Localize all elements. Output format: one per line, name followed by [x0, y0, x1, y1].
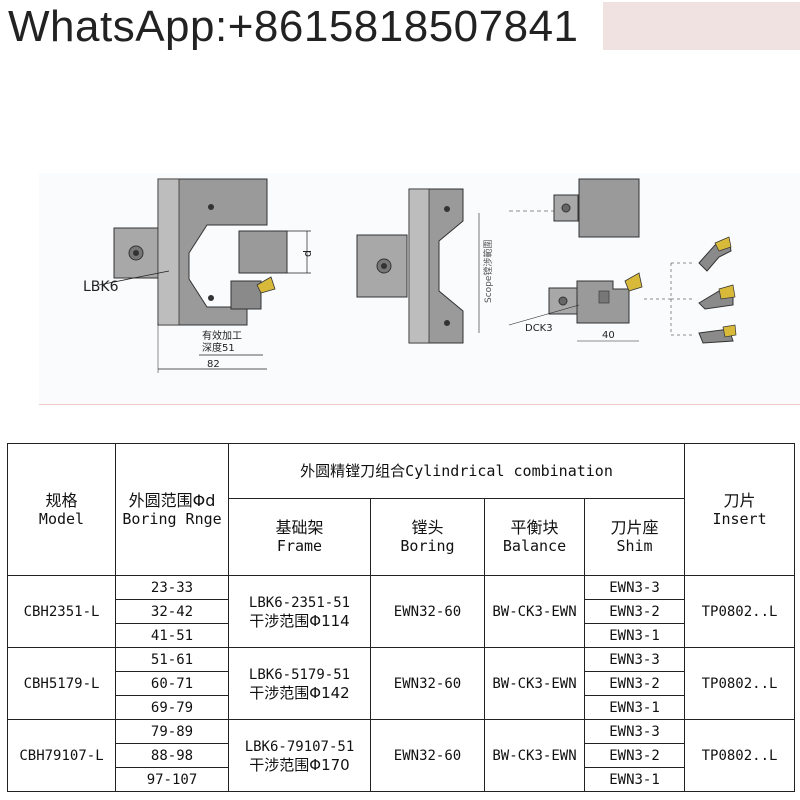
header-model-en: Model: [38, 509, 85, 528]
boring-cell: EWN32-60: [370, 575, 485, 648]
shim-cell: EWN3-3: [583, 575, 686, 600]
frame-cell: LBK6-2351-51 干涉范围Φ114: [228, 575, 371, 648]
label-lbk6: LBK6: [83, 279, 119, 295]
model-cell: CBH2351-L: [7, 575, 116, 648]
range-cell: 79-89: [115, 719, 229, 744]
balance-cell: BW-CK3-EWN: [484, 647, 585, 720]
frame-interference: 干涉范围Φ114: [249, 611, 350, 630]
shim-cell: EWN3-3: [583, 719, 686, 744]
range-cell: 88-98: [115, 743, 229, 768]
shim-cell: EWN3-2: [583, 743, 686, 768]
range-cell: 23-33: [115, 575, 229, 600]
technical-drawing: LBK6 d 有效加工 深度51 82 Scope镗涉範圍: [39, 173, 800, 405]
label-dck3: DCK3: [525, 323, 553, 334]
frame-cell: LBK6-79107-51 干涉范围Φ170: [228, 719, 371, 792]
model-cell: CBH79107-L: [7, 719, 116, 792]
frame-cell: LBK6-5179-51 干涉范围Φ142: [228, 647, 371, 720]
boring-cell: EWN32-60: [370, 719, 485, 792]
whatsapp-contact: WhatsApp:+8615818507841: [8, 2, 579, 51]
header-insert-en: Insert: [712, 509, 767, 528]
header-insert: 刀片 Insert: [684, 443, 796, 576]
header-frame-cn: 基础架: [275, 518, 324, 537]
center-frame-assembly: [356, 188, 464, 344]
frame-interference: 干涉范围Φ170: [249, 755, 350, 774]
lbk6-frame-assembly: [98, 178, 288, 326]
tool-drawing-svg: LBK6 d 有效加工 深度51 82 Scope镗涉範圍: [83, 178, 737, 373]
divider-line: [39, 404, 800, 405]
header-balance-cn: 平衡块: [510, 518, 559, 537]
header-banner: [603, 2, 800, 50]
shim-cell: EWN3-1: [583, 623, 686, 648]
range-cell: 69-79: [115, 695, 229, 720]
header-shim-en: Shim: [616, 537, 653, 555]
range-cell: 60-71: [115, 671, 229, 696]
label-depth-line1: 有效加工: [202, 329, 242, 342]
model-cell: CBH5179-L: [7, 647, 116, 720]
shim-cell: EWN3-2: [583, 599, 686, 624]
frame-code: LBK6-79107-51: [244, 738, 355, 755]
shim-cell: EWN3-1: [583, 695, 686, 720]
frame-code: LBK6-2351-51: [248, 594, 351, 611]
insert-cell: TP0802..L: [684, 647, 796, 720]
shim-cell: EWN3-1: [583, 767, 686, 792]
frame-code: LBK6-5179-51: [248, 666, 351, 683]
header-shim: 刀片座 Shim: [583, 498, 686, 576]
header-frame: 基础架 Frame: [228, 498, 371, 576]
header-model: 规格 Model: [7, 443, 116, 576]
boring-head-top: [553, 178, 640, 238]
frame-interference: 干涉范围Φ142: [249, 683, 350, 702]
insert-cell: TP0802..L: [684, 719, 796, 792]
header-model-cn: 规格: [45, 490, 78, 510]
header-combination: 外圆精镗刀组合Cylindrical combination: [227, 443, 686, 499]
header-boring-cn: 镗头: [411, 518, 444, 537]
balance-cell: BW-CK3-EWN: [484, 575, 585, 648]
balance-cell: BW-CK3-EWN: [484, 719, 585, 792]
header-balance: 平衡块 Balance: [484, 498, 585, 576]
label-scope: Scope镗涉範圍: [482, 240, 494, 303]
range-cell: 97-107: [115, 767, 229, 792]
boring-cell: EWN32-60: [370, 647, 485, 720]
header-boring-en: Boring: [400, 537, 455, 555]
shim-cell: EWN3-2: [583, 671, 686, 696]
shim-cell: EWN3-3: [583, 647, 686, 672]
spec-table: 规格 Model 外圆范围Φd Boring Rnge 外圆精镗刀组合Cylin…: [7, 443, 796, 792]
range-cell: 32-42: [115, 599, 229, 624]
header-range-en: Boring Rnge: [122, 509, 222, 528]
range-cell: 41-51: [115, 623, 229, 648]
shim-variants: [698, 236, 737, 344]
header-range: 外圆范围Φd Boring Rnge: [115, 443, 229, 576]
header-frame-en: Frame: [276, 537, 323, 555]
label-82: 82: [207, 359, 220, 370]
range-cell: 51-61: [115, 647, 229, 672]
label-depth-line2: 深度51: [202, 341, 235, 354]
insert-cell: TP0802..L: [684, 575, 796, 648]
header-shim-cn: 刀片座: [610, 518, 659, 537]
boring-head-bottom: [548, 272, 643, 324]
label-40: 40: [602, 330, 615, 341]
header-insert-cn: 刀片: [723, 490, 756, 510]
header-boring: 镗头 Boring: [370, 498, 485, 576]
header-balance-en: Balance: [502, 537, 567, 555]
header-range-cn: 外圆范围Φd: [128, 490, 216, 510]
label-d: d: [301, 250, 314, 257]
